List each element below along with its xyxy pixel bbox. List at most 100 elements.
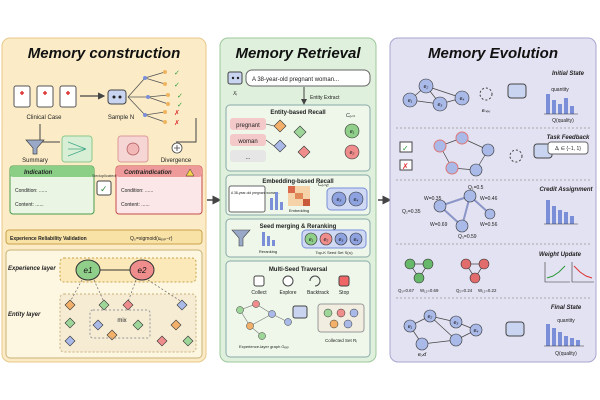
qb-label: Q₂=0.24	[456, 288, 473, 293]
embedding-text-card	[228, 185, 266, 213]
cent-node	[344, 144, 360, 160]
robot-icon	[507, 83, 527, 99]
action-collect: Collect	[251, 290, 267, 296]
initial-node-label: e₂	[424, 84, 429, 90]
entity-chip-label: woman	[237, 139, 257, 145]
document-icon	[13, 85, 31, 108]
experience-graph	[236, 300, 308, 340]
topk-label: Top-K Seed Set S(xᵢ)	[315, 250, 353, 255]
experience-layer-label: Experience layer	[8, 266, 56, 272]
reward-label: Δᵢ ∈ {−1, 1}	[555, 146, 581, 152]
action-icons	[253, 275, 350, 287]
mix-box	[89, 309, 151, 339]
e1-label: e1	[84, 266, 93, 275]
initial-node-label: e₁	[408, 98, 413, 104]
evolution-title: Memory Evolution	[428, 45, 558, 62]
backtrack-icon	[309, 275, 321, 287]
query-text: A 38-year-old pregnant woman...	[252, 77, 339, 83]
robot-icon	[227, 71, 243, 85]
final-node-label: e₃	[454, 320, 459, 326]
action-explore: Explore	[280, 290, 297, 296]
final-node-label: e₂	[428, 314, 433, 320]
q3-label: Q₃=0.59	[458, 234, 477, 240]
arrow-icon	[176, 118, 197, 143]
query-bubble	[245, 69, 371, 87]
divergence-icon	[171, 142, 183, 154]
indication-content: Content: ......	[15, 202, 44, 208]
initial-bars	[546, 94, 574, 114]
topk-node	[319, 232, 333, 246]
action-stop: Stop	[339, 290, 350, 296]
check-icon: ✓	[100, 185, 108, 195]
trend-down-line	[573, 265, 593, 279]
cross-icon: ✗	[402, 162, 409, 171]
credit-label: Credit Assignment	[539, 187, 593, 193]
embedding-recall-title: Embedding-based Recall	[262, 179, 334, 185]
q1-label: Q₁=0.5	[468, 185, 484, 191]
clinical-case-label: Clinical Case	[26, 115, 62, 121]
funnel-icon	[231, 229, 251, 247]
check-icon: ✓	[402, 144, 409, 153]
eold-label: eₒₗd	[418, 352, 427, 358]
evolution-panel-bg	[389, 37, 597, 363]
indication-label: Indication	[24, 170, 53, 176]
indication-card: Indication Condition: ...... Content: ..…	[9, 165, 95, 215]
axis-line	[544, 262, 570, 283]
entity-layer-label: Entity layer	[8, 312, 41, 318]
qa-label: Q₁=0.67	[398, 288, 415, 293]
reliability-label: Experience Reliability Validation	[10, 236, 87, 242]
contraindication-label: Contraindication	[124, 170, 172, 176]
initial-node-label: e₄	[460, 96, 465, 102]
final-bars	[546, 324, 580, 346]
e2-label: e2	[138, 266, 147, 275]
weight-update-label: Weight Update	[539, 252, 582, 258]
topk-node-label: e₂	[324, 237, 329, 243]
retrieval-panel: Memory Retrieval Xᵢ A 38-year-old pregna…	[219, 37, 377, 363]
stop-icon	[338, 275, 350, 287]
credit-bars	[546, 200, 574, 224]
initial-graph	[402, 78, 493, 112]
reliability-formula: Q₀=sigmoid(uₑₓₚ−r)	[130, 236, 173, 242]
wb-label: W₁₂=0.22	[478, 288, 497, 293]
final-quality-label: Q(quality)	[555, 351, 577, 357]
merge-icon	[67, 141, 87, 157]
robot-icon	[292, 305, 308, 319]
entity-chip	[230, 150, 266, 162]
weight-graph-green	[404, 258, 434, 284]
wa-label: W₁₂=0.69	[420, 288, 439, 293]
sample-tree-nodes	[143, 70, 170, 124]
funnel-icon	[25, 139, 45, 155]
dedup-check-icon	[96, 180, 112, 196]
w4-label: W=0.56	[480, 222, 498, 228]
robot-icon	[107, 89, 127, 105]
cent-node-label: e₁	[350, 129, 355, 135]
entity-chip	[230, 134, 266, 146]
quantity-label: quantity	[551, 87, 569, 93]
final-node-label: e₄	[474, 328, 479, 334]
warning-icon	[185, 168, 195, 177]
q2-label: Q₂=0.35	[402, 209, 421, 215]
check-icon: ✓	[174, 69, 180, 77]
contraindication-content: Content: ......	[121, 202, 150, 208]
collect-icon	[253, 275, 265, 287]
entity-extract-label: Entity Extract	[310, 95, 340, 101]
cemb-node	[331, 191, 347, 207]
indication-condition: Condition: ......	[15, 188, 47, 194]
feedback-graph	[433, 131, 523, 177]
credit-graph	[433, 189, 496, 233]
entity-diamonds	[64, 299, 194, 347]
cemb-node	[348, 191, 364, 207]
robot-icon	[505, 321, 525, 337]
topk-node-label: e₁	[309, 237, 314, 243]
entity-chip-label: pregnant	[236, 123, 260, 129]
cemb-node-label: e₃	[337, 197, 342, 203]
embedding-heatmap	[288, 186, 310, 206]
check-icon: ✓	[174, 81, 180, 89]
topk-node	[349, 232, 363, 246]
collected-nodes	[323, 308, 359, 329]
trend-up-line	[546, 265, 566, 279]
quality-label: Q(quality)	[552, 118, 574, 124]
action-backtrack: Backtrack	[307, 290, 329, 296]
contraindication-condition: Condition: ......	[121, 188, 153, 194]
initial-node-label: e₃	[438, 102, 443, 108]
